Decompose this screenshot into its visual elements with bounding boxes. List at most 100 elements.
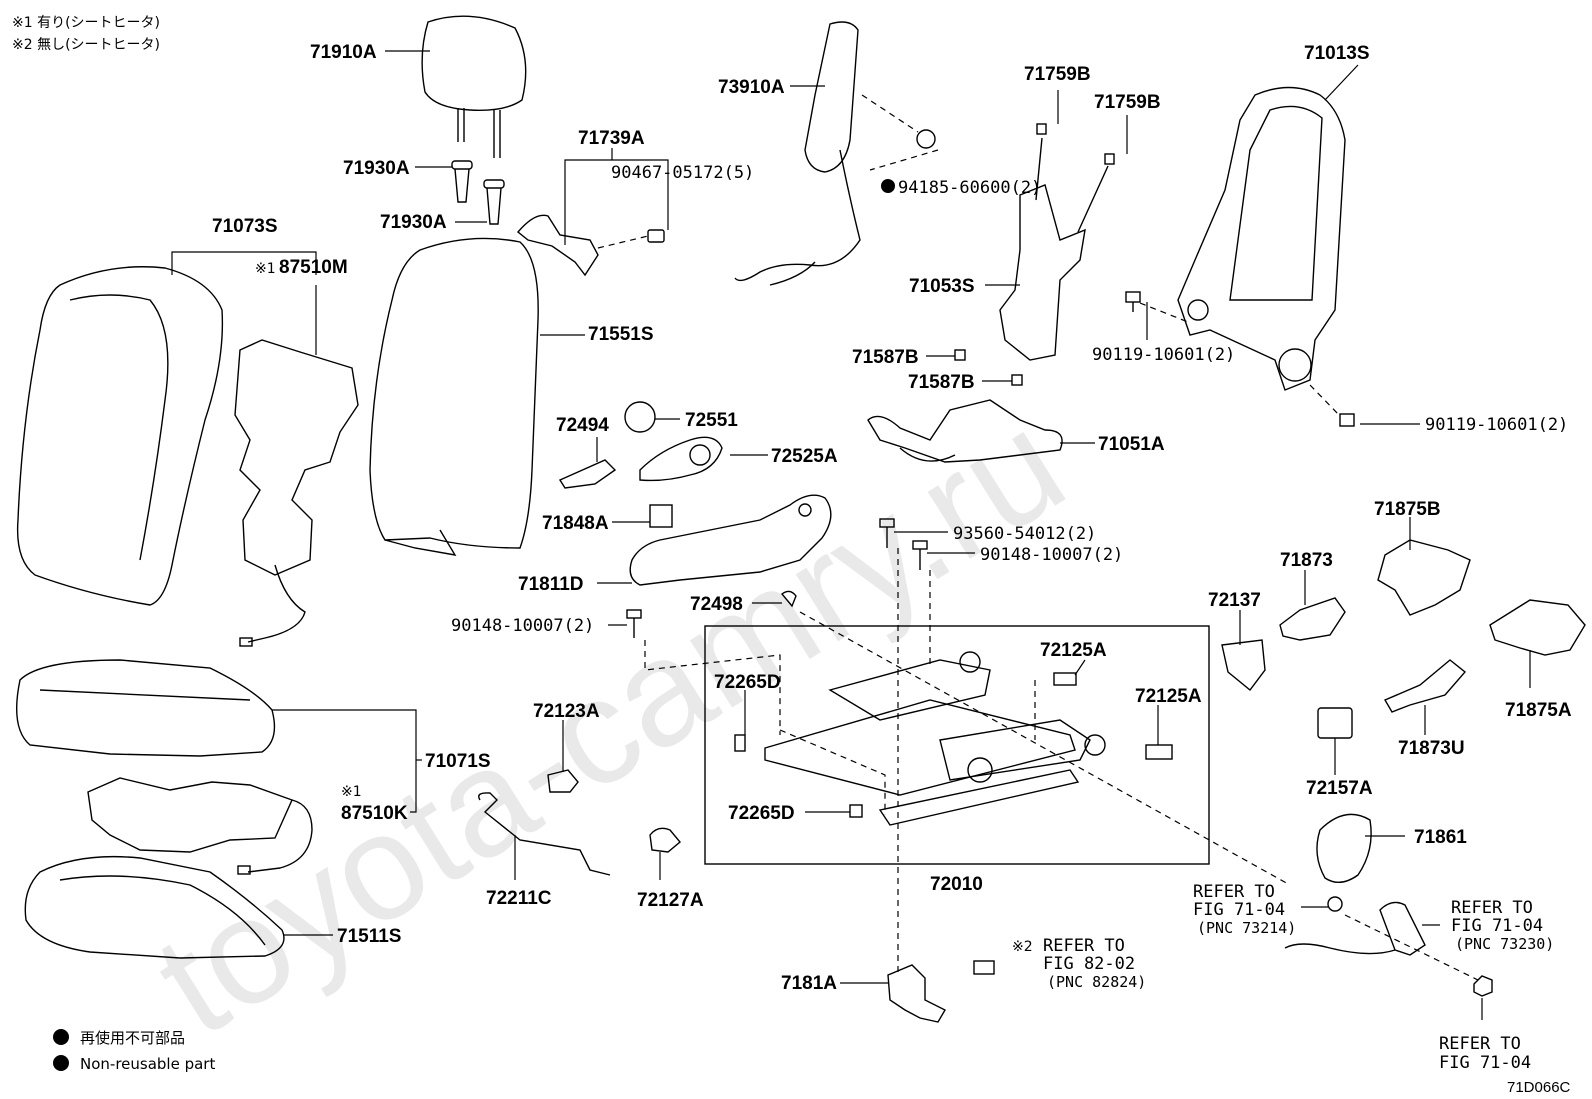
note-2: ※2 無し(シートヒータ)	[12, 37, 160, 53]
part-71910A: 71910A	[310, 42, 377, 63]
refer-82824-line2: FIG 82-02	[1043, 954, 1135, 974]
refer-82824-line3: (PNC 82824)	[1047, 973, 1146, 991]
part-93560-54012: 93560-54012(2)	[953, 524, 1096, 544]
part-90119-10601-lower: 90119-10601(2)	[1425, 415, 1568, 435]
part-71071S: 71071S	[425, 751, 491, 772]
part-71873: 71873	[1280, 550, 1333, 571]
refer-73214-line3: (PNC 73214)	[1197, 919, 1296, 937]
refer-73214-line2: FIG 71-04	[1193, 900, 1285, 920]
cover-clip-drawing	[649, 504, 673, 528]
small-clip-drawing	[780, 590, 797, 608]
part-71759B-left: 71759B	[1024, 64, 1091, 85]
shield-bracket-drawing-2	[1489, 599, 1586, 656]
knob-cap-drawing	[1316, 813, 1372, 883]
legend: 再使用不可部品 Non-reusable part	[53, 1029, 215, 1073]
clip-drawing	[647, 229, 665, 243]
lower-bracket-drawing	[887, 964, 946, 1023]
seatback-pad-drawing	[369, 237, 539, 556]
part-72125A-lower: 72125A	[1135, 686, 1202, 707]
bolt-drawing	[1125, 291, 1355, 427]
screw-drawing	[626, 518, 928, 638]
nut-small-drawing	[954, 349, 966, 361]
adjuster-clip-drawing	[1053, 672, 1077, 686]
part-72551: 72551	[685, 410, 738, 431]
lever-knob-drawing	[1036, 123, 1047, 135]
part-71873U: 71873U	[1398, 738, 1465, 759]
nut-drawing	[916, 129, 936, 149]
refer-73230-line2: FIG 71-04	[1451, 916, 1543, 936]
part-72265D-lower: 72265D	[728, 803, 795, 824]
part-72494: 72494	[556, 415, 609, 436]
lower-cover-drawing	[1383, 659, 1467, 713]
nut-small-drawing-2	[1011, 374, 1023, 386]
part-73910A: 73910A	[718, 77, 785, 98]
shield-bracket-drawing	[1377, 539, 1471, 616]
headrest-drawing	[421, 15, 527, 158]
watermark: toyota-camry.ru	[128, 378, 1091, 1067]
refer-73230-line3: (PNC 73230)	[1455, 935, 1554, 953]
part-72010: 72010	[930, 874, 983, 895]
part-90148-10007-lower: 90148-10007(2)	[451, 616, 594, 636]
washer-drawing	[1327, 896, 1343, 912]
diagram-code: 71D066C	[1507, 1079, 1571, 1096]
part-71875A: 71875A	[1505, 700, 1572, 721]
headrest-support-drawing	[451, 160, 505, 225]
seat-cushion-pad-drawing	[24, 855, 285, 959]
part-72525A: 72525A	[771, 446, 838, 467]
part-71013S: 71013S	[1304, 43, 1370, 64]
part-71051A: 71051A	[1098, 434, 1165, 455]
track-clip-drawing-2	[849, 804, 863, 818]
outer-shield-cover-drawing	[1279, 597, 1346, 641]
part-72127A: 72127A	[637, 890, 704, 911]
lever-knob-drawing-2	[1104, 153, 1115, 165]
refer-73214-line1: REFER TO	[1193, 882, 1275, 902]
seat-adjuster-frame-box	[704, 625, 1210, 865]
part-90467-05172: 90467-05172(5)	[611, 163, 754, 183]
release-wire-drawing	[478, 792, 611, 876]
part-72211C: 72211C	[486, 888, 552, 909]
lever-cover-drawing	[639, 436, 723, 482]
legend-mark-jp	[53, 1029, 69, 1045]
seat-cushion-heater-drawing	[87, 777, 313, 875]
refer-to-73214: REFER TO FIG 71-04 (PNC 73214)	[1193, 882, 1296, 937]
refer-to-71-04: REFER TO FIG 71-04	[1439, 1034, 1531, 1073]
side-airbag-drawing	[734, 21, 861, 286]
part-71053S: 71053S	[909, 276, 975, 297]
part-90148-10007-upper: 90148-10007(2)	[980, 545, 1123, 565]
part-71875B: 71875B	[1374, 499, 1441, 520]
seat-spring-drawing	[867, 399, 1063, 463]
part-71511S: 71511S	[337, 926, 401, 947]
track-end-cover-drawing	[649, 827, 681, 853]
part-7181A: 7181A	[781, 973, 837, 994]
recliner-bracket-drawing	[999, 137, 1109, 361]
seatback-cover-drawing	[16, 266, 224, 606]
refer-to-73230: REFER TO FIG 71-04 (PNC 73230)	[1451, 898, 1554, 953]
heater-mark-87510M: ※1	[255, 261, 276, 277]
side-shield-drawing	[629, 494, 832, 586]
part-90119-10601-upper: 90119-10601(2)	[1092, 345, 1235, 365]
part-71587B-lower: 71587B	[908, 372, 975, 393]
legend-mark-en	[53, 1055, 69, 1071]
non-reusable-mark-94185	[881, 179, 895, 193]
seatback-heater-drawing	[234, 339, 359, 647]
part-94185-60600: 94185-60600(2)	[898, 178, 1041, 198]
inner-cover-drawing	[1221, 639, 1266, 692]
heater-mark-87510K: ※1	[341, 784, 362, 800]
refer-82824-mark: ※2	[1012, 939, 1033, 955]
note-1: ※1 有り(シートヒータ)	[12, 15, 160, 31]
part-71073S: 71073S	[212, 216, 278, 237]
track-cover-drawing	[547, 769, 579, 793]
track-clip-drawing	[734, 734, 746, 752]
seatbelt-buckle-drawing	[1284, 901, 1426, 956]
part-72265D-upper: 72265D	[714, 672, 781, 693]
seat-cushion-cover-drawing	[15, 659, 276, 757]
part-71848A: 71848A	[542, 513, 609, 534]
refer-82824-line1: REFER TO	[1043, 936, 1125, 956]
trim-cover-drawing	[516, 214, 599, 277]
part-72125A-upper: 72125A	[1040, 640, 1107, 661]
refer-to-82824: ※2 REFER TO FIG 82-02 (PNC 82824)	[1012, 936, 1146, 991]
nut-lower-drawing	[1473, 975, 1493, 997]
refer-73230-line1: REFER TO	[1451, 898, 1533, 918]
